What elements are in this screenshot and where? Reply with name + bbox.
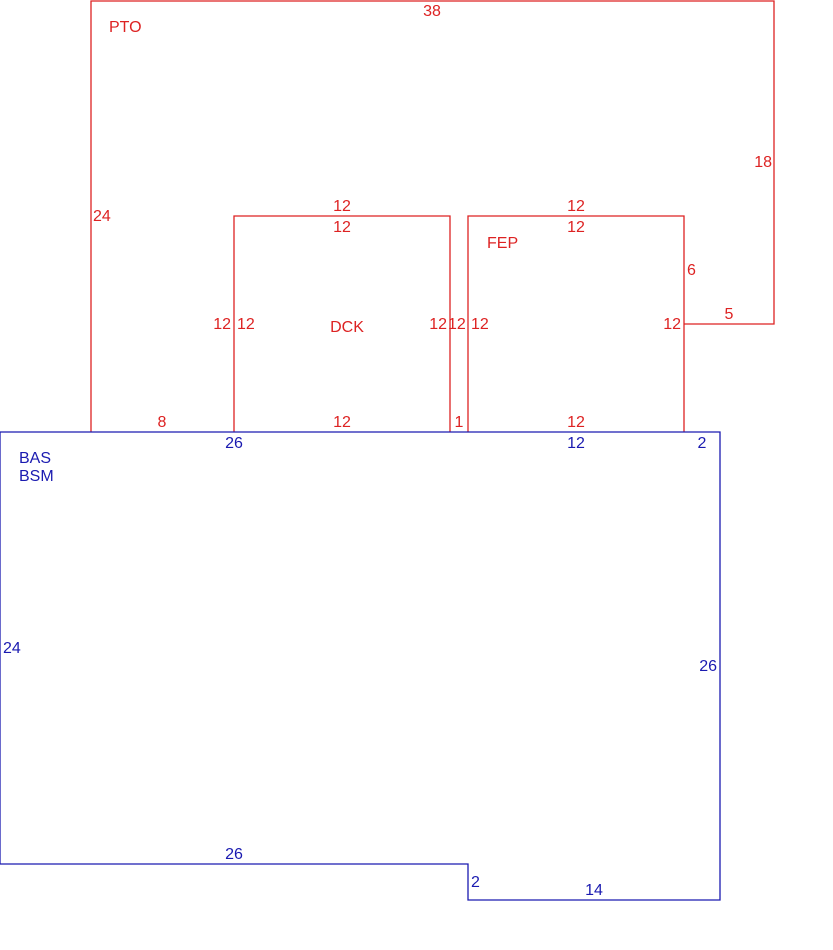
dck-dim-right-outer: 12 (448, 316, 466, 333)
fep-outline (467, 215, 685, 432)
pto-dim-gap: 1 (455, 414, 464, 431)
bas-dim-bottom-left: 26 (225, 846, 243, 863)
dck-dim-right-inner: 12 (429, 316, 447, 333)
bas-label: BAS (19, 450, 51, 467)
bas-dim-bottom-right: 14 (585, 882, 603, 899)
bas-dim-right: 26 (699, 658, 717, 675)
dck-dim-top-outer: 12 (333, 198, 351, 215)
fep-label: FEP (487, 235, 518, 252)
dck-dim-left-outer: 12 (213, 316, 231, 333)
fep-dim-top-inner: 12 (567, 219, 585, 236)
bas-dim-left: 24 (3, 640, 21, 657)
fep-dim-right-inner: 12 (663, 316, 681, 333)
pto-dim-top: 38 (423, 3, 441, 20)
fep-dim-left-inner: 12 (471, 316, 489, 333)
pto-label: PTO (109, 19, 142, 36)
dck-dim-top-inner: 12 (333, 219, 351, 236)
fep-dim-bottom: 12 (567, 414, 585, 431)
dck-dim-bottom: 12 (333, 414, 351, 431)
bas-dim-top-corner: 2 (698, 435, 707, 452)
bas-dim-top-right: 12 (567, 435, 585, 452)
dck-outline (233, 215, 451, 432)
dck-dim-left-inner: 12 (237, 316, 255, 333)
pto-dim-step-bottom: 5 (725, 306, 734, 323)
pto-dim-bottom-left: 8 (158, 414, 167, 431)
bas-outline (0, 431, 721, 901)
bsm-label: BSM (19, 468, 54, 485)
fep-dim-top-outer: 12 (567, 198, 585, 215)
pto-dim-left: 24 (93, 208, 111, 225)
bas-dim-step: 2 (471, 874, 480, 891)
pto-outline (90, 0, 775, 432)
dck-label: DCK (330, 319, 364, 336)
bas-dim-top-left: 26 (225, 435, 243, 452)
pto-dim-right: 18 (754, 154, 772, 171)
pto-dim-step-right: 6 (687, 262, 696, 279)
